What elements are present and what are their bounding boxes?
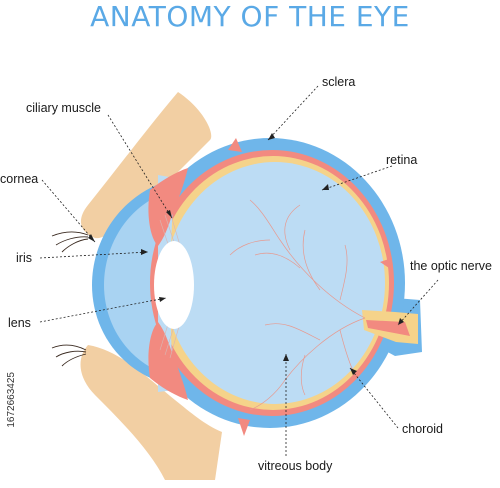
- upper-eyelid: [80, 92, 212, 239]
- lower-muscle: [238, 418, 250, 436]
- stock-id-watermark: 1672663425: [6, 372, 17, 428]
- leader-cornea: [41, 179, 96, 243]
- lower-eyelid: [80, 345, 222, 480]
- label-cornea: cornea: [0, 172, 38, 186]
- label-choroid: choroid: [402, 422, 443, 436]
- arrow-cornea: [88, 234, 95, 242]
- anterior-chamber: [104, 192, 168, 375]
- arrow-lens: [159, 297, 166, 302]
- ciliary-body-lower: [148, 322, 188, 400]
- arrow-ciliary: [166, 210, 172, 218]
- label-ciliary-muscle: ciliary muscle: [26, 101, 101, 115]
- page-title: ANATOMY OF THE EYE: [90, 0, 410, 33]
- leader-choroid: [349, 367, 399, 429]
- leader-lines: [39, 85, 439, 456]
- leader-ciliary: [107, 114, 173, 219]
- label-sclera: sclera: [322, 75, 355, 89]
- label-retina: retina: [386, 153, 417, 167]
- right-muscle: [380, 258, 392, 270]
- leader-lens: [39, 297, 167, 323]
- ciliary-body-upper: [148, 168, 188, 246]
- retinal-vessels: [229, 199, 366, 411]
- eyelashes: [51, 231, 89, 367]
- label-optic-nerve: the optic nerve: [410, 259, 492, 273]
- arrowheads: [88, 133, 404, 375]
- leader-sclera: [267, 85, 319, 141]
- label-iris: iris: [16, 251, 32, 265]
- leader-retina: [321, 165, 393, 191]
- arrow-optic: [398, 318, 404, 325]
- arrow-iris: [141, 249, 148, 255]
- arrow-choroid: [350, 368, 357, 375]
- arrow-retina: [322, 184, 329, 190]
- upper-muscle: [228, 138, 242, 152]
- vitreous-body: [165, 162, 385, 404]
- label-vitreous-body: vitreous body: [258, 459, 333, 473]
- lens: [154, 241, 194, 329]
- arrow-vitreous: [283, 354, 289, 361]
- arrow-sclera: [268, 133, 275, 140]
- label-lens: lens: [8, 316, 31, 330]
